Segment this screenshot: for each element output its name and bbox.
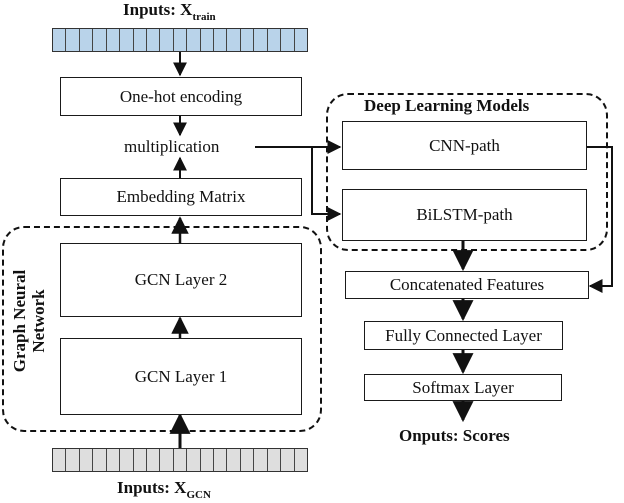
gnn-label-line-1: Graph Neural [10, 269, 29, 373]
vector-cell [79, 449, 94, 471]
vector-cell [240, 449, 255, 471]
deep-learning-models-label: Deep Learning Models [364, 96, 530, 115]
vector-cell [53, 29, 67, 51]
inputs-train-subscript: train [192, 11, 216, 23]
one-hot-encoding-box: One-hot encoding [60, 77, 302, 116]
vector-cell [66, 29, 80, 51]
vector-cell [214, 29, 228, 51]
gcn-input-vector [52, 448, 308, 472]
vector-cell [281, 29, 295, 51]
arrow-cnn-to-concat [586, 146, 613, 293]
vector-cell [200, 29, 215, 51]
graph-neural-network-group [2, 226, 322, 432]
inputs-gcn-subscript: GCN [186, 489, 211, 501]
cnn-path-box: CNN-path [342, 121, 587, 170]
vector-cell [267, 29, 282, 51]
gcn-layer-1-box: GCN Layer 1 [60, 338, 302, 415]
vector-cell [133, 449, 147, 471]
vector-cell [66, 449, 80, 471]
vector-cell [93, 449, 107, 471]
vector-cell [106, 449, 121, 471]
vector-cell [146, 449, 161, 471]
train-input-vector [52, 28, 308, 52]
deep-learning-models-group [326, 93, 608, 251]
gnn-label-line-2: Network [29, 289, 48, 353]
concatenated-features-box: Concatenated Features [345, 271, 589, 299]
vector-cell [160, 29, 174, 51]
vector-cell [173, 29, 188, 51]
vector-cell [173, 449, 188, 471]
vector-cell [146, 29, 161, 51]
inputs-train-label: Inputs: Xtrain [123, 0, 216, 23]
vector-cell [294, 29, 308, 51]
embedding-matrix-box: Embedding Matrix [60, 178, 302, 216]
bilstm-path-box: BiLSTM-path [342, 189, 587, 241]
vector-cell [254, 29, 268, 51]
vector-cell [267, 449, 282, 471]
gcn-layer-2-box: GCN Layer 2 [60, 243, 302, 317]
vector-cell [133, 29, 147, 51]
inputs-gcn-label: Inputs: XGCN [117, 478, 211, 501]
vector-cell [106, 29, 121, 51]
arrow-multiplication-to-bilstm [311, 147, 342, 221]
vector-cell [79, 29, 94, 51]
vector-cell [254, 449, 268, 471]
outputs-scores-label: Onputs: Scores [399, 426, 510, 445]
vector-cell [240, 29, 255, 51]
vector-cell [281, 449, 295, 471]
vector-cell [294, 449, 308, 471]
inputs-gcn-prefix: Inputs: X [117, 478, 187, 497]
vector-cell [53, 449, 67, 471]
vector-cell [93, 29, 107, 51]
vector-cell [227, 449, 241, 471]
vector-cell [120, 449, 134, 471]
vector-cell [187, 29, 201, 51]
softmax-layer-box: Softmax Layer [364, 374, 562, 401]
vector-cell [227, 29, 241, 51]
graph-neural-network-label: Graph Neural Network [10, 256, 50, 386]
inputs-train-prefix: Inputs: X [123, 0, 193, 19]
vector-cell [187, 449, 201, 471]
fully-connected-layer-box: Fully Connected Layer [364, 321, 563, 350]
vector-cell [120, 29, 134, 51]
multiplication-label: multiplication [124, 137, 220, 156]
vector-cell [200, 449, 215, 471]
vector-cell [160, 449, 174, 471]
vector-cell [214, 449, 228, 471]
